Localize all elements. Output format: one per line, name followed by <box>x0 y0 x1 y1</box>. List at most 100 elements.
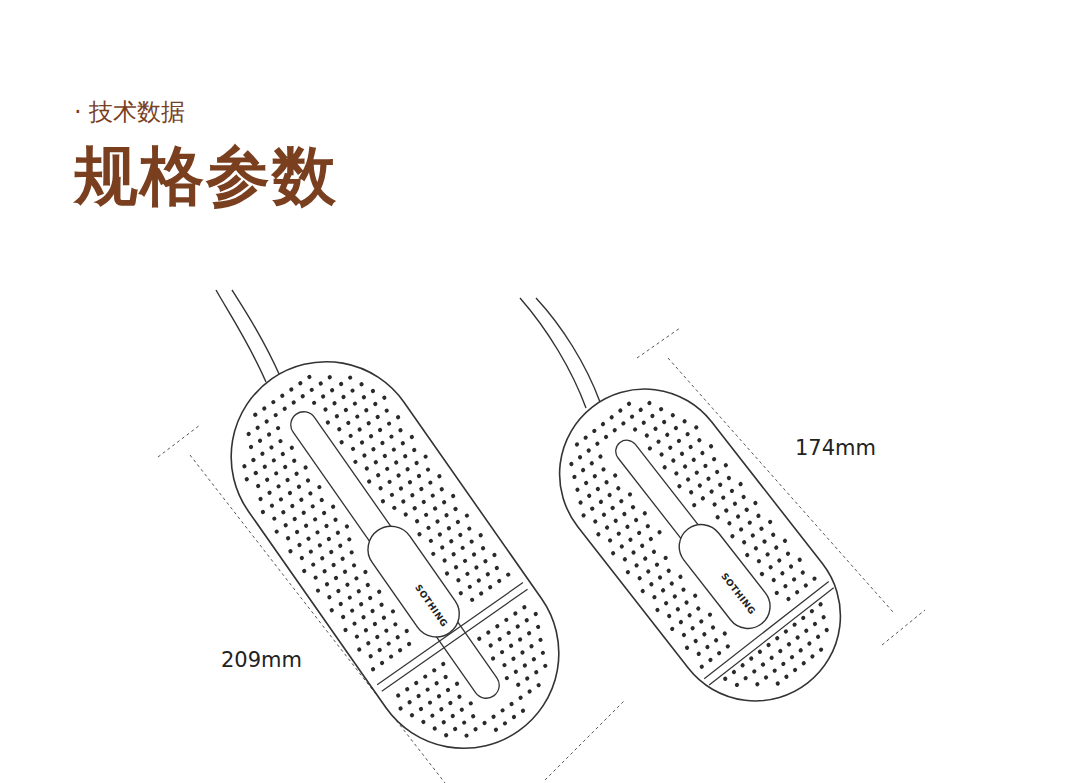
vent-hole <box>521 604 527 610</box>
vent-hole <box>343 407 349 413</box>
vent-hole <box>503 617 509 623</box>
vent-hole <box>708 443 714 449</box>
vent-hole <box>354 634 360 640</box>
vent-hole <box>777 648 783 654</box>
vent-hole <box>735 514 741 520</box>
vent-hole <box>809 608 815 614</box>
vent-hole <box>323 407 329 413</box>
vent-hole <box>743 675 749 681</box>
vent-hole <box>696 437 702 443</box>
vent-hole <box>400 440 406 446</box>
vent-hole <box>511 714 517 720</box>
vent-hole <box>407 479 413 485</box>
vent-hole <box>356 588 362 594</box>
vent-hole <box>338 601 344 607</box>
vent-hole <box>398 486 404 492</box>
vent-hole <box>601 466 607 472</box>
vent-hole <box>373 459 379 465</box>
vent-hole <box>792 667 798 673</box>
vent-hole <box>496 578 502 584</box>
vent-hole <box>580 467 586 473</box>
vent-hole <box>592 473 598 479</box>
vent-hole <box>717 482 723 488</box>
vent-hole <box>633 517 639 523</box>
vent-hole <box>684 645 690 651</box>
vent-hole <box>444 512 450 518</box>
vent-hole <box>691 502 697 508</box>
vent-hole <box>349 549 355 555</box>
vent-hole <box>765 551 771 557</box>
vent-hole <box>329 387 335 393</box>
vent-hole <box>446 525 452 531</box>
vent-hole <box>426 525 432 531</box>
vent-hole <box>679 451 685 457</box>
vent-hole <box>366 479 372 485</box>
vent-hole <box>356 647 362 653</box>
vent-hole <box>676 438 682 444</box>
vent-hole <box>647 445 653 451</box>
vent-hole <box>333 575 339 581</box>
vent-hole <box>648 581 654 587</box>
vent-hole <box>767 519 773 525</box>
vent-hole <box>435 519 441 525</box>
vent-hole <box>693 638 699 644</box>
vent-hole <box>682 418 688 424</box>
vent-hole <box>296 484 302 490</box>
vent-hole <box>722 631 728 637</box>
vent-hole <box>604 525 610 531</box>
vent-hole <box>319 497 325 503</box>
vent-hole <box>389 492 395 498</box>
vent-hole <box>418 706 424 712</box>
vent-hole <box>818 601 824 607</box>
vent-hole <box>490 656 496 662</box>
vent-hole <box>269 503 275 509</box>
vent-hole <box>657 529 663 535</box>
vent-hole <box>487 584 493 590</box>
vent-hole <box>625 569 631 575</box>
vent-hole <box>669 626 675 632</box>
vent-hole <box>726 520 732 526</box>
vent-hole <box>578 500 584 506</box>
vent-hole <box>713 637 719 643</box>
vent-hole <box>311 400 317 406</box>
vent-hole <box>380 498 386 504</box>
vent-hole <box>795 635 801 641</box>
vent-hole <box>448 538 454 544</box>
vent-hole <box>732 501 738 507</box>
vent-hole <box>766 642 772 648</box>
vent-hole <box>610 550 616 556</box>
vent-hole <box>326 594 332 600</box>
vent-hole <box>307 490 313 496</box>
vent-hole <box>595 531 601 537</box>
vent-hole <box>701 631 707 637</box>
vent-hole <box>430 551 436 557</box>
vent-hole <box>594 441 600 447</box>
vent-hole <box>361 394 367 400</box>
vent-hole <box>417 531 423 537</box>
vent-hole <box>670 458 676 464</box>
vent-hole <box>352 401 358 407</box>
vent-hole <box>264 477 270 483</box>
vent-hole <box>396 473 402 479</box>
vent-hole <box>257 438 263 444</box>
vent-hole <box>349 608 355 614</box>
vent-hole <box>325 420 331 426</box>
vent-hole <box>258 496 264 502</box>
vent-hole <box>437 532 443 538</box>
vent-hole <box>294 471 300 477</box>
vent-hole <box>466 526 472 532</box>
vent-hole <box>603 434 609 440</box>
vent-hole <box>520 708 526 714</box>
vent-hole <box>600 421 606 427</box>
vent-hole <box>597 454 603 460</box>
vent-hole <box>289 503 295 509</box>
vent-hole <box>722 676 728 682</box>
vent-hole <box>658 406 664 412</box>
vent-hole <box>250 457 256 463</box>
vent-hole <box>469 539 475 545</box>
vent-hole <box>359 381 365 387</box>
vent-hole <box>443 732 449 738</box>
vent-hole <box>595 486 601 492</box>
vent-hole <box>357 427 363 433</box>
vent-hole <box>639 543 645 549</box>
